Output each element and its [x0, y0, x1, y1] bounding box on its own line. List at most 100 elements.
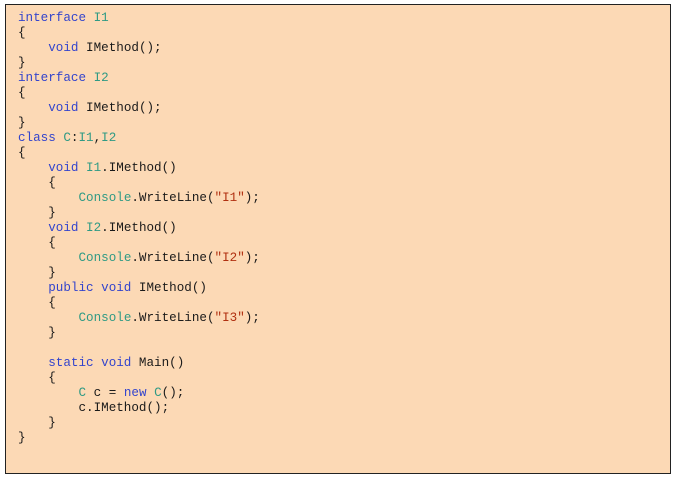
- code-token: {: [18, 26, 26, 40]
- code-token: :: [70, 131, 79, 145]
- code-token: [18, 311, 78, 325]
- code-token: C: [78, 386, 87, 400]
- code-token: void: [48, 221, 87, 235]
- code-token: void: [48, 161, 87, 175]
- code-token: [18, 41, 48, 55]
- code-token: (): [169, 356, 185, 370]
- code-token: new: [123, 386, 147, 400]
- code-token: I1: [93, 11, 109, 25]
- code-token: );: [244, 251, 260, 265]
- code-token: {: [48, 296, 56, 310]
- code-token: I2: [93, 71, 109, 85]
- code-token: {: [48, 176, 56, 190]
- code-token: [18, 416, 48, 430]
- code-token: .WriteLine: [131, 311, 207, 325]
- code-line: }: [18, 326, 670, 341]
- code-line: static void Main(): [18, 356, 670, 371]
- code-token: "I2": [214, 251, 245, 265]
- code-token: );: [244, 191, 260, 205]
- code-token: .IMethod: [101, 161, 162, 175]
- code-token: [18, 281, 48, 295]
- code-token: Main: [131, 356, 170, 370]
- code-line: void I1.IMethod(): [18, 161, 670, 176]
- code-token: );: [244, 311, 260, 325]
- code-token: interface: [18, 71, 94, 85]
- code-token: }: [18, 431, 26, 445]
- code-line: interface I1: [18, 11, 670, 26]
- code-token: c =: [86, 386, 124, 400]
- code-token: Console: [78, 251, 132, 265]
- code-token: (: [206, 311, 215, 325]
- code-token: [18, 191, 78, 205]
- code-token: Console: [78, 191, 132, 205]
- code-token: ();: [161, 386, 185, 400]
- code-line: public void IMethod(): [18, 281, 670, 296]
- code-line: class C:I1,I2: [18, 131, 670, 146]
- code-token: }: [48, 416, 56, 430]
- code-listing: interface I1{ void IMethod();}interface …: [5, 4, 671, 474]
- code-token: }: [48, 206, 56, 220]
- code-line: interface I2: [18, 71, 670, 86]
- code-line: {: [18, 296, 670, 311]
- code-line: Console.WriteLine("I2");: [18, 251, 670, 266]
- code-line: C c = new C();: [18, 386, 670, 401]
- code-token: void: [48, 101, 79, 115]
- code-token: public void: [48, 281, 132, 295]
- code-line: }: [18, 56, 670, 71]
- code-token: [147, 386, 155, 400]
- code-token: I1: [78, 131, 94, 145]
- code-line: }: [18, 431, 670, 446]
- code-line: c.IMethod();: [18, 401, 670, 416]
- code-token: {: [18, 146, 26, 160]
- code-token: Console: [78, 311, 132, 325]
- code-line: {: [18, 26, 670, 41]
- code-token: (): [161, 221, 177, 235]
- code-line: Console.WriteLine("I3");: [18, 311, 670, 326]
- code-token: [18, 371, 48, 385]
- code-token: .IMethod: [101, 221, 162, 235]
- code-token: {: [48, 236, 56, 250]
- code-token: c.IMethod: [18, 401, 147, 415]
- code-token: [18, 176, 48, 190]
- code-token: ();: [138, 41, 162, 55]
- code-token: C: [154, 386, 162, 400]
- code-token: [18, 161, 48, 175]
- code-line: {: [18, 371, 670, 386]
- code-line: {: [18, 146, 670, 161]
- code-line: }: [18, 116, 670, 131]
- code-token: I1: [86, 161, 102, 175]
- code-token: void: [48, 41, 79, 55]
- code-token: .WriteLine: [131, 251, 207, 265]
- code-token: "I3": [214, 311, 245, 325]
- code-token: (): [161, 161, 177, 175]
- code-token: class: [18, 131, 64, 145]
- code-line: Console.WriteLine("I1");: [18, 191, 670, 206]
- code-line: {: [18, 236, 670, 251]
- code-token: static void: [48, 356, 132, 370]
- code-line: [18, 341, 670, 356]
- code-line: void I2.IMethod(): [18, 221, 670, 236]
- code-line: }: [18, 266, 670, 281]
- code-token: [18, 356, 48, 370]
- code-token: [18, 266, 48, 280]
- code-token: IMethod: [131, 281, 192, 295]
- code-token: (: [206, 251, 215, 265]
- code-token: }: [18, 56, 26, 70]
- code-token: I2: [86, 221, 102, 235]
- code-token: ,: [93, 131, 102, 145]
- code-token: ();: [138, 101, 162, 115]
- code-token: [18, 221, 48, 235]
- code-token: [18, 386, 78, 400]
- code-token: I2: [101, 131, 117, 145]
- code-token: }: [48, 266, 56, 280]
- code-token: }: [18, 116, 26, 130]
- code-token: }: [48, 326, 56, 340]
- code-token: interface: [18, 11, 94, 25]
- code-token: ();: [146, 401, 170, 415]
- code-line: }: [18, 416, 670, 431]
- code-token: (: [206, 191, 215, 205]
- code-line: {: [18, 86, 670, 101]
- code-line: }: [18, 206, 670, 221]
- code-token: IMethod: [78, 41, 139, 55]
- code-token: [18, 296, 48, 310]
